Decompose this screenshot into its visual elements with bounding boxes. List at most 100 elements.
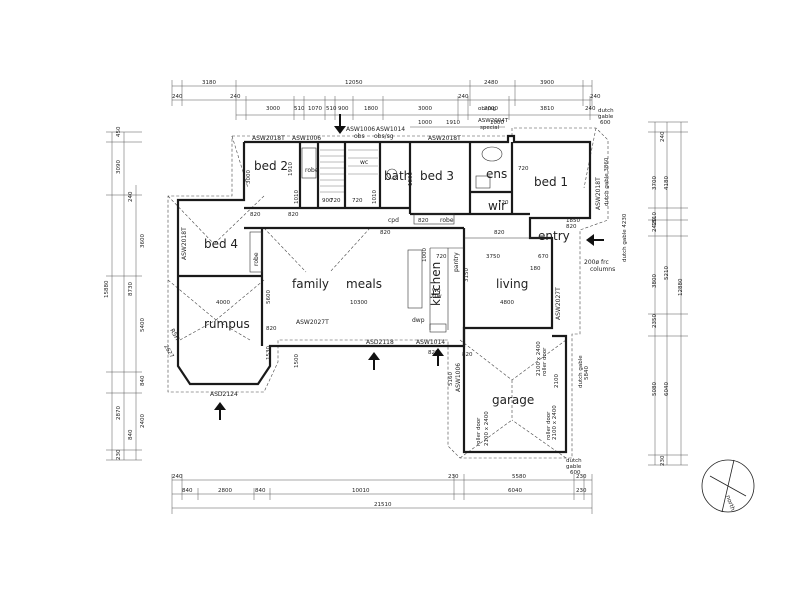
note-gable-r4: 5840	[584, 366, 590, 380]
room-robe-1: robe	[305, 167, 319, 174]
note-roller-4: 2100 x 2400	[552, 405, 558, 440]
dim-inner-i1: 820	[250, 212, 261, 218]
dim-inner-i10: 720	[330, 198, 341, 204]
note-obs-sg2: obs/sg	[478, 106, 496, 112]
room-garage: garage	[492, 393, 534, 407]
arrow-up-icon	[214, 402, 226, 420]
dim-inner-i34: 2627	[162, 344, 174, 360]
note-gable-top: dutch	[598, 108, 614, 114]
dim-left-a9: 2870	[116, 406, 122, 420]
dim-inner-i7: 820	[428, 350, 439, 356]
dim-top-a6: 240	[590, 94, 601, 100]
dim-right-a1: 240	[660, 131, 666, 142]
note-cpd: cpd	[388, 217, 399, 224]
compass-icon	[701, 459, 755, 513]
dim-inner-i2: 820	[288, 212, 299, 218]
dim-inner-i20: 1000	[422, 248, 428, 262]
entry-arrows	[214, 114, 604, 420]
dim-top-b7: 1800	[364, 106, 378, 112]
dim-inner-i5: 820	[566, 224, 577, 230]
dim-bottom-b4: 10010	[352, 488, 370, 494]
window-label-w1: ASW2018T	[252, 135, 285, 142]
window-label-w10: ASD2118	[366, 339, 394, 346]
room-bed-1: bed 1	[534, 175, 568, 189]
dim-inner-i25: 1530	[266, 346, 272, 360]
note-wo: wo	[432, 287, 441, 294]
dim-inner-i30: 1010	[294, 190, 300, 204]
note-gable-top3: 600	[600, 120, 611, 126]
room-ens: ens	[486, 167, 507, 181]
room-labels: bed 2 bed 3 bed 1 bed 4 family meals liv…	[204, 159, 570, 407]
dim-inner-i29: 2100	[554, 374, 560, 388]
room-robe-3: robe	[440, 217, 454, 224]
dim-top-b9: 240	[458, 94, 469, 100]
dim-left-a1: 450	[116, 126, 122, 137]
dim-bottom-b6: 230	[576, 488, 587, 494]
dim-inner-i11: 720	[352, 198, 363, 204]
dim-bottom-b1: 840	[182, 488, 193, 494]
note-gable-bot3: 600	[570, 470, 581, 476]
room-living: living	[496, 277, 528, 291]
dim-inner-i32: 5160	[448, 372, 454, 386]
dim-top-c1: 1000	[418, 120, 432, 126]
note-gable-bot: dutch	[566, 458, 582, 464]
dim-top-b5: 510	[326, 106, 337, 112]
dim-inner-i6: 820	[266, 326, 277, 332]
note-roller-top2: roller door	[542, 347, 548, 376]
north-label: north	[724, 494, 736, 512]
dim-inner-i12: 720	[498, 200, 509, 206]
window-label-w14: ASW1006	[455, 363, 462, 392]
note-obs-sg: obs/sg	[374, 133, 394, 140]
dim-inner-i26: 1500	[294, 354, 300, 368]
room-wc: wc	[360, 159, 368, 166]
dim-top-a5: 3900	[540, 80, 554, 86]
dim-inner-i3: 820	[418, 218, 429, 224]
dim-inner-i18: 4000	[216, 300, 230, 306]
dim-inner-i4: 820	[380, 230, 391, 236]
note-obs: obs	[354, 133, 365, 140]
window-label-w12: ASD2124	[210, 391, 238, 398]
note-ttw: ttw	[432, 293, 442, 300]
dim-top-a2: 3180	[202, 80, 216, 86]
note-gable-top2: gable	[598, 114, 614, 120]
arrow-left-icon	[586, 234, 604, 246]
dim-right-a8: 2350	[652, 314, 658, 328]
dim-left-a3: 240	[128, 191, 134, 202]
room-bed-2: bed 2	[254, 159, 288, 173]
dim-right-a4: 2420	[652, 218, 658, 232]
window-label-w13: ASW2027T	[555, 287, 562, 320]
window-label-w5: ASW2018T	[428, 135, 461, 142]
dim-right-a10: 6040	[664, 382, 670, 396]
dim-left-a6: 15880	[104, 280, 110, 298]
bottom-dimensions: 240 230 5580 230 840 2800 840 10010 6040…	[171, 458, 593, 514]
dim-inner-i24: 5600	[266, 290, 272, 304]
dim-right-a6: 5210	[664, 266, 670, 280]
dim-inner-i15: 1850	[566, 218, 580, 224]
dim-top-b2: 3000	[266, 106, 280, 112]
room-wir: wir	[488, 199, 506, 213]
dim-top-a4: 2480	[484, 80, 498, 86]
room-bed-4: bed 4	[204, 237, 238, 251]
dim-inner-i8: 820	[494, 230, 505, 236]
dim-top-b11: 3810	[540, 106, 554, 112]
dim-right-a5: 3800	[652, 274, 658, 288]
dim-top-b1: 240	[230, 94, 241, 100]
window-label-w6: ASW2004T	[478, 118, 509, 124]
walls	[176, 134, 592, 454]
room-bath: bath	[384, 169, 411, 183]
dim-bottom-a3: 5580	[512, 474, 526, 480]
dim-right-a9: 5080	[652, 382, 658, 396]
dim-right-a12: 1510	[652, 212, 658, 226]
dim-bottom-b5: 6040	[508, 488, 522, 494]
window-label-w9: ASW2027T	[296, 319, 329, 326]
dim-bottom-a1: 240	[172, 474, 183, 480]
room-meals: meals	[346, 277, 382, 291]
north-point: north	[701, 459, 755, 513]
dim-inner-i35: 1910	[288, 162, 294, 176]
dim-bottom-a2: 230	[448, 474, 459, 480]
dim-inner-i14: 720	[518, 166, 529, 172]
dim-inner-i13: 720	[436, 254, 447, 260]
top-dimensions: 3180 240 12050 2480 3900 240 240 3000 51…	[171, 80, 614, 131]
dim-right-a3: 4180	[664, 176, 670, 190]
note-gable-r1: dutch gable 3860	[604, 157, 610, 206]
